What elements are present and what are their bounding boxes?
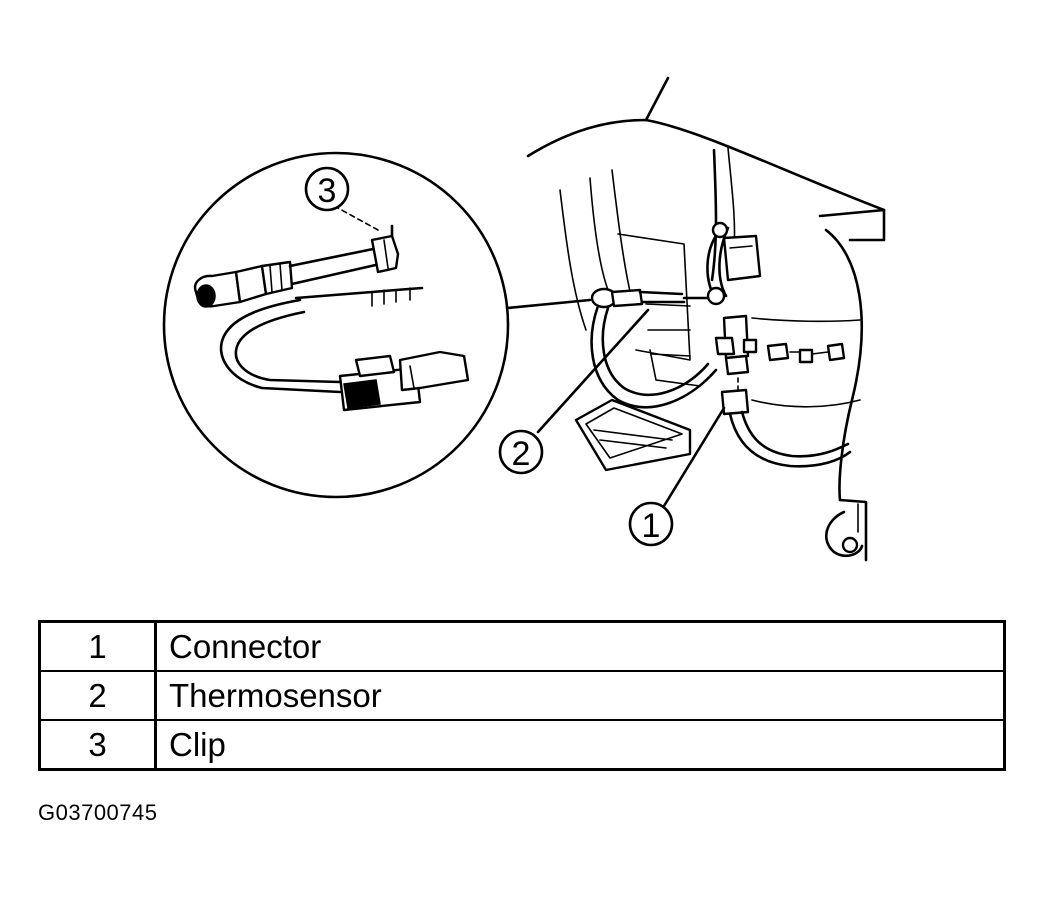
legend-number: 1 bbox=[38, 620, 157, 672]
callout-1-number: 1 bbox=[642, 507, 661, 545]
component-location-diagram: 1 2 3 bbox=[162, 76, 886, 562]
connector-mounted bbox=[714, 314, 852, 468]
legend-row: 1 Connector bbox=[38, 620, 1006, 672]
callout-3: 3 bbox=[304, 166, 350, 212]
inset-leader-line bbox=[505, 298, 592, 310]
callout-2-number: 2 bbox=[512, 435, 531, 473]
legend-row: 2 Thermosensor bbox=[38, 670, 1006, 721]
thermosensor-detail-drawing bbox=[193, 207, 470, 412]
legend-description: Clip bbox=[154, 719, 1006, 771]
legend-table: 1 Connector 2 Thermosensor 3 Clip bbox=[38, 620, 1006, 771]
clip-detail bbox=[370, 224, 400, 274]
connector-detail bbox=[338, 350, 470, 412]
foot-rest bbox=[574, 398, 692, 472]
legend-row: 3 Clip bbox=[38, 719, 1006, 771]
module-box bbox=[711, 221, 762, 282]
callout-2-leader bbox=[536, 308, 650, 434]
callout-3-number: 3 bbox=[318, 172, 337, 210]
legend-number: 3 bbox=[38, 719, 157, 771]
legend-description: Thermosensor bbox=[154, 670, 1006, 721]
callout-2: 2 bbox=[498, 429, 544, 475]
detail-inset bbox=[162, 151, 592, 499]
detail-circle bbox=[162, 151, 510, 499]
figure-id: G03700745 bbox=[38, 800, 158, 825]
callout-1: 1 bbox=[628, 501, 674, 547]
vehicle-interior-drawing bbox=[526, 76, 886, 562]
thermosensor-mounted bbox=[590, 286, 726, 409]
legend-description: Connector bbox=[154, 620, 1006, 672]
legend-number: 2 bbox=[38, 670, 157, 721]
callout-1-leader bbox=[662, 406, 726, 508]
